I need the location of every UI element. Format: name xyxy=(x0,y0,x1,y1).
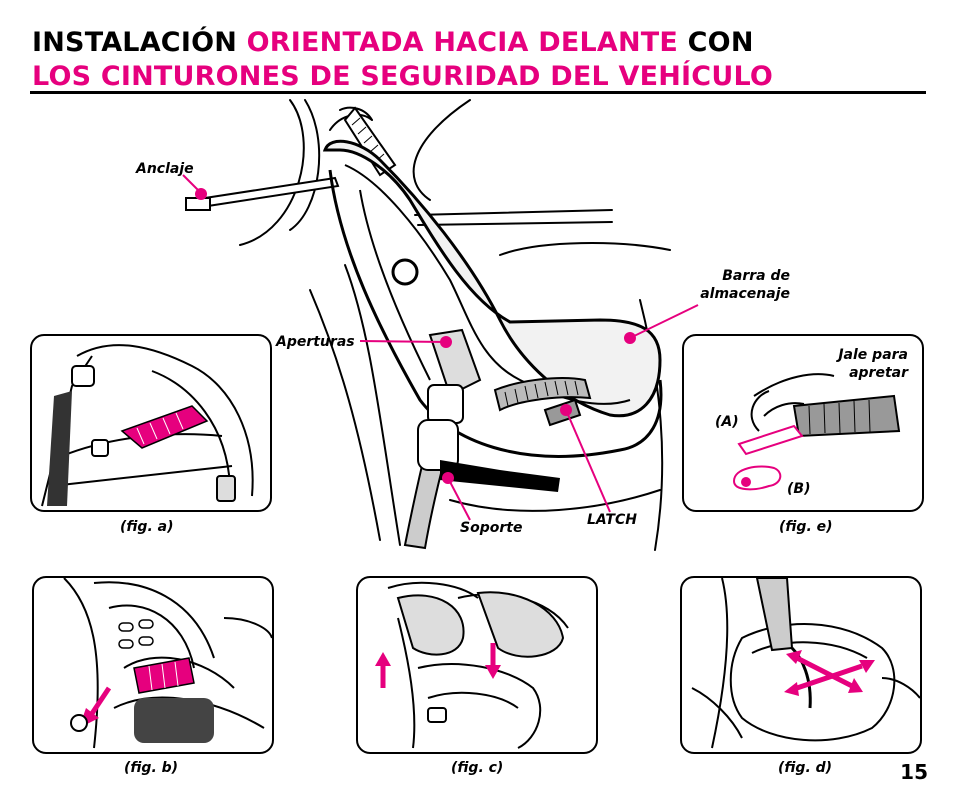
label-pull-line-2: apretar xyxy=(849,365,908,381)
figure-b-panel xyxy=(32,576,274,754)
page-title: INSTALACIÓN ORIENTADA HACIA DELANTE CON … xyxy=(32,26,932,94)
label-a: (A) xyxy=(715,414,739,430)
caption-fig-b: (fig. b) xyxy=(124,760,179,776)
figure-c-illustration xyxy=(375,581,569,749)
caption-fig-a: (fig. a) xyxy=(120,519,174,535)
title-line-2: LOS CINTURONES DE SEGURIDAD DEL VEHÍCULO xyxy=(32,61,774,92)
page-number: 15 xyxy=(900,760,928,784)
caption-fig-e: (fig. e) xyxy=(779,519,833,535)
label-pull-to-tighten: Jale para apretar xyxy=(804,346,908,382)
caption-fig-d: (fig. d) xyxy=(778,760,833,776)
label-storage-bar-line-2: almacenaje xyxy=(700,286,790,302)
caption-fig-c: (fig. c) xyxy=(451,760,504,776)
title-line-1: INSTALACIÓN ORIENTADA HACIA DELANTE CON xyxy=(32,26,932,60)
figure-c-panel xyxy=(356,576,598,754)
figure-d-illustration xyxy=(691,578,920,749)
figure-e-illustration xyxy=(732,373,901,491)
title-part-2: ORIENTADA HACIA DELANTE xyxy=(246,27,679,58)
label-support: Soporte xyxy=(460,520,523,536)
label-openings: Aperturas xyxy=(276,334,355,350)
label-b: (B) xyxy=(787,481,811,497)
label-storage-bar-line-1: Barra de xyxy=(722,268,790,284)
main-car-seat-illustration xyxy=(182,99,699,551)
figure-e-panel xyxy=(682,334,924,512)
title-rule xyxy=(30,91,926,94)
figure-a-panel xyxy=(30,334,272,512)
figure-d-panel xyxy=(680,576,922,754)
label-anchor: Anclaje xyxy=(136,161,194,177)
title-part-3: CON xyxy=(678,27,754,58)
label-latch: LATCH xyxy=(587,512,637,528)
label-storage-bar: Barra de almacenaje xyxy=(686,267,790,303)
figure-a-illustration xyxy=(41,344,254,507)
figure-b-illustration xyxy=(63,578,272,749)
label-pull-line-1: Jale para xyxy=(838,347,908,363)
title-part-1: INSTALACIÓN xyxy=(32,27,247,58)
